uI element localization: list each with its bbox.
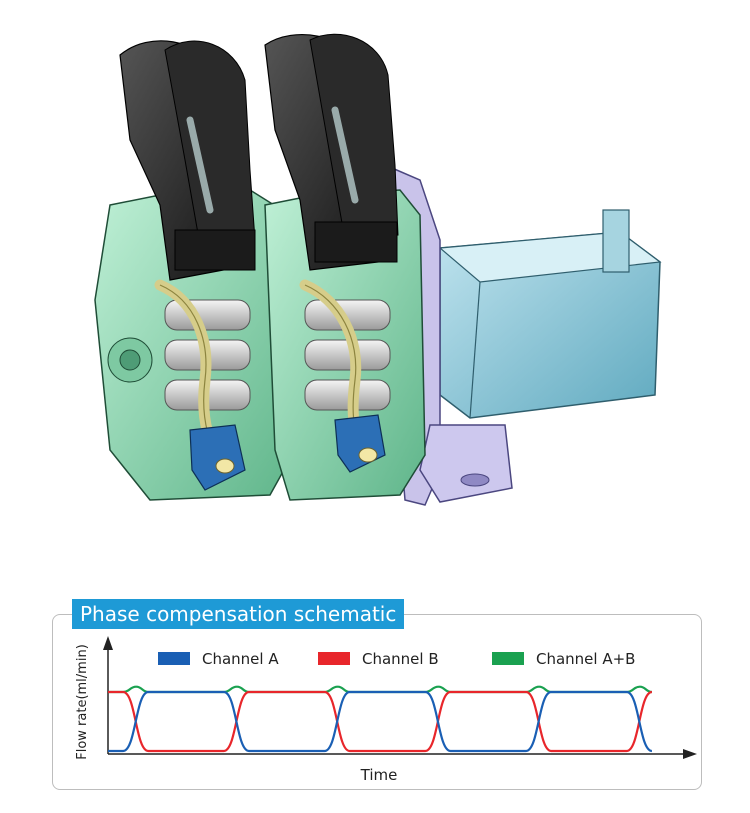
lever-cover-left <box>119 40 256 281</box>
phase-compensation-chart: Time Flow rate(ml/min) Channel A Channel B C… <box>75 636 697 784</box>
legend-label-2: Channel B <box>362 650 439 668</box>
motor <box>438 209 662 419</box>
dual-head-peristaltic-pump-illustration <box>94 33 662 506</box>
legend-swatch-2 <box>318 652 350 665</box>
legend-swatch-3 <box>492 652 524 665</box>
series-line-2 <box>107 690 653 753</box>
legend-label-3: Channel A+B <box>536 650 635 668</box>
y-axis-label: Flow rate(ml/min) <box>75 644 90 760</box>
legend-swatch-1 <box>158 652 190 665</box>
y-axis-arrow <box>103 636 113 650</box>
legend-label-1: Channel A <box>202 650 279 668</box>
x-axis-arrow <box>683 749 697 759</box>
x-axis-label: Time <box>360 766 398 784</box>
schematic-panel <box>52 614 702 790</box>
schematic-title: Phase compensation schematic <box>72 599 405 629</box>
series-line-1 <box>107 690 653 753</box>
tube-clamps <box>189 414 386 491</box>
lever-cover-right <box>264 33 399 271</box>
